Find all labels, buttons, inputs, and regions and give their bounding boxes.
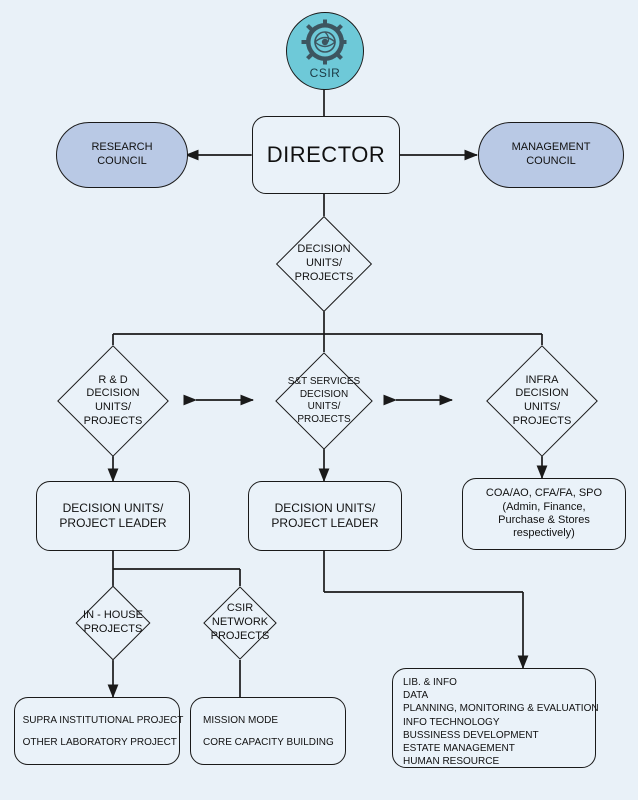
support-service-item: DATA bbox=[403, 690, 429, 702]
node-support-services[interactable]: LIB. & INFO DATA PLANNING, MONITORING & … bbox=[392, 668, 599, 768]
support-service-item: INFO TECHNOLOGY bbox=[403, 716, 500, 728]
project-leader-mid-line1: DECISION UNITS/ bbox=[274, 501, 376, 515]
support-service-item: HUMAN RESOURCE bbox=[403, 756, 500, 768]
research-council-line1: RESEARCH bbox=[91, 141, 153, 154]
support-service-item: PLANNING, MONITORING & EVALUATION bbox=[403, 703, 599, 715]
node-in-house-outputs[interactable]: SUPRA INSTITUTIONAL PROJECT OTHER LABORA… bbox=[14, 697, 183, 765]
project-leader-left-line2: PROJECT LEADER bbox=[59, 516, 167, 530]
in-house-output-item-2: OTHER LABORATORY PROJECT bbox=[22, 736, 177, 748]
project-leader-left-line1: DECISION UNITS/ bbox=[62, 501, 164, 515]
support-service-item: ESTATE MANAGEMENT bbox=[403, 742, 515, 754]
admin-roles-line3: Purchase & Stores bbox=[498, 514, 590, 526]
node-research-council[interactable]: RESEARCH COUNCIL bbox=[56, 122, 188, 188]
network-output-item-1: MISSION MODE bbox=[203, 714, 279, 726]
in-house-output-item-1: SUPRA INSTITUTIONAL PROJECT bbox=[22, 714, 184, 726]
logo-label: CSIR bbox=[309, 66, 341, 80]
admin-roles-line4: respectively) bbox=[513, 527, 575, 540]
network-output-item-2: CORE CAPACITY BUILDING bbox=[203, 736, 334, 748]
node-admin-roles[interactable]: COA/AO, CFA/FA, SPO (Admin, Finance, Pur… bbox=[462, 478, 626, 550]
admin-roles-line1: COA/AO, CFA/FA, SPO bbox=[485, 487, 603, 500]
node-network-outputs[interactable]: MISSION MODE CORE CAPACITY BUILDING bbox=[190, 697, 346, 765]
node-director-label: DIRECTOR bbox=[266, 142, 386, 167]
csir-gear-emblem-icon bbox=[301, 19, 347, 65]
admin-roles-line2: (Admin, Finance, bbox=[502, 500, 586, 513]
management-council-line2: COUNCIL bbox=[526, 155, 576, 167]
management-council-line1: MANAGEMENT bbox=[511, 141, 591, 154]
csir-logo: CSIR bbox=[286, 12, 364, 90]
support-service-item: BUSSINESS DEVELOPMENT bbox=[403, 729, 539, 741]
support-service-item: LIB. & INFO bbox=[403, 677, 457, 688]
node-director[interactable]: DIRECTOR bbox=[252, 116, 400, 194]
node-project-leader-mid[interactable]: DECISION UNITS/ PROJECT LEADER bbox=[248, 481, 402, 551]
project-leader-mid-line2: PROJECT LEADER bbox=[271, 516, 379, 530]
research-council-line2: COUNCIL bbox=[97, 155, 147, 167]
node-management-council[interactable]: MANAGEMENT COUNCIL bbox=[478, 122, 624, 188]
node-project-leader-left[interactable]: DECISION UNITS/ PROJECT LEADER bbox=[36, 481, 190, 551]
